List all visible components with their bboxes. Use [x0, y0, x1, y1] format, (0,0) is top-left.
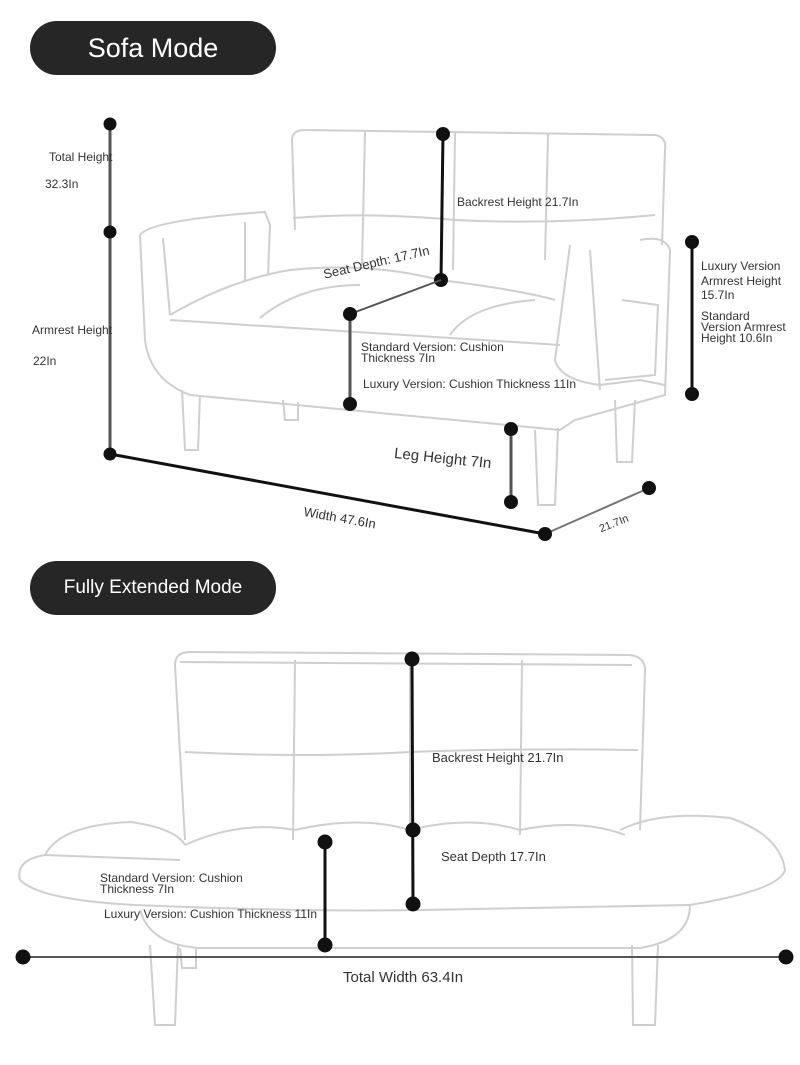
- extended-backrest-height-label: Backrest Height 21.7In: [432, 750, 564, 765]
- armrest-height-value: 22In: [33, 354, 57, 368]
- sofa-mode-outline: [139, 128, 672, 506]
- luxury-armrest-label-3: 15.7In: [701, 288, 735, 302]
- extended-luxury-cushion-label: Luxury Version: Cushion Thickness 11In: [104, 907, 318, 921]
- total-height-label: Total Height: [49, 150, 113, 164]
- standard-cushion-label-1: Standard Version: Cushion: [361, 340, 504, 354]
- sofa-mode-title: Sofa Mode: [30, 21, 276, 75]
- standard-armrest-label-3: Height 10.6In: [701, 331, 773, 345]
- luxury-armrest-label-1: Luxury Version: [701, 259, 781, 273]
- extended-mode-title: Fully Extended Mode: [30, 561, 276, 615]
- backrest-height-label: Backrest Height 21.7In: [457, 195, 579, 209]
- total-width-label: Total Width 63.4In: [343, 969, 464, 986]
- extended-standard-cushion-label-1: Standard Version: Cushion: [100, 871, 243, 885]
- standard-armrest-label-2: Version Armrest: [701, 320, 786, 334]
- dimension-lines: [15, 117, 794, 965]
- extended-standard-cushion-label-2: Thickness 7In: [100, 882, 175, 896]
- extended-seat-depth-label: Seat Depth 17.7In: [441, 849, 546, 864]
- luxury-cushion-label: Luxury Version: Cushion Thickness 11In: [363, 377, 577, 391]
- standard-armrest-label-1: Standard: [701, 309, 750, 323]
- total-height-value: 32.3In: [45, 177, 79, 191]
- standard-cushion-label-2: Thickness 7In: [361, 351, 436, 365]
- armrest-height-label: Armrest Height: [32, 323, 113, 337]
- luxury-armrest-label-2: Armrest Height: [701, 274, 782, 288]
